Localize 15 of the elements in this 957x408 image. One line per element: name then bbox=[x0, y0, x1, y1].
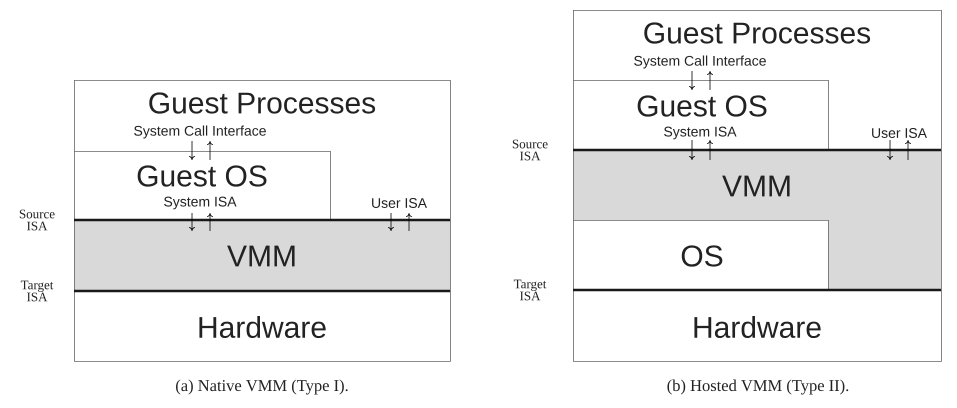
interface-label: User ISA bbox=[372, 198, 427, 208]
isa-label: Source ISA bbox=[20, 210, 55, 230]
caption: (a) Native VMM (Type I). bbox=[176, 380, 348, 394]
layer-box: Hardware bbox=[74, 291, 451, 362]
caption: (b) Hosted VMM (Type II). bbox=[667, 380, 848, 394]
interface-label: System Call Interface bbox=[134, 125, 266, 139]
interface-label: User ISA bbox=[872, 128, 927, 138]
layer-box: OS bbox=[573, 220, 829, 291]
isa-label: Source ISA bbox=[512, 140, 548, 160]
interface-label: System ISA bbox=[164, 196, 237, 210]
layer-box: Hardware bbox=[573, 290, 942, 362]
interface-label: System ISA bbox=[664, 126, 737, 140]
isa-label: Target ISA bbox=[514, 280, 546, 300]
isa-label: Target ISA bbox=[20, 280, 54, 302]
layer-box: VMM bbox=[74, 220, 451, 292]
